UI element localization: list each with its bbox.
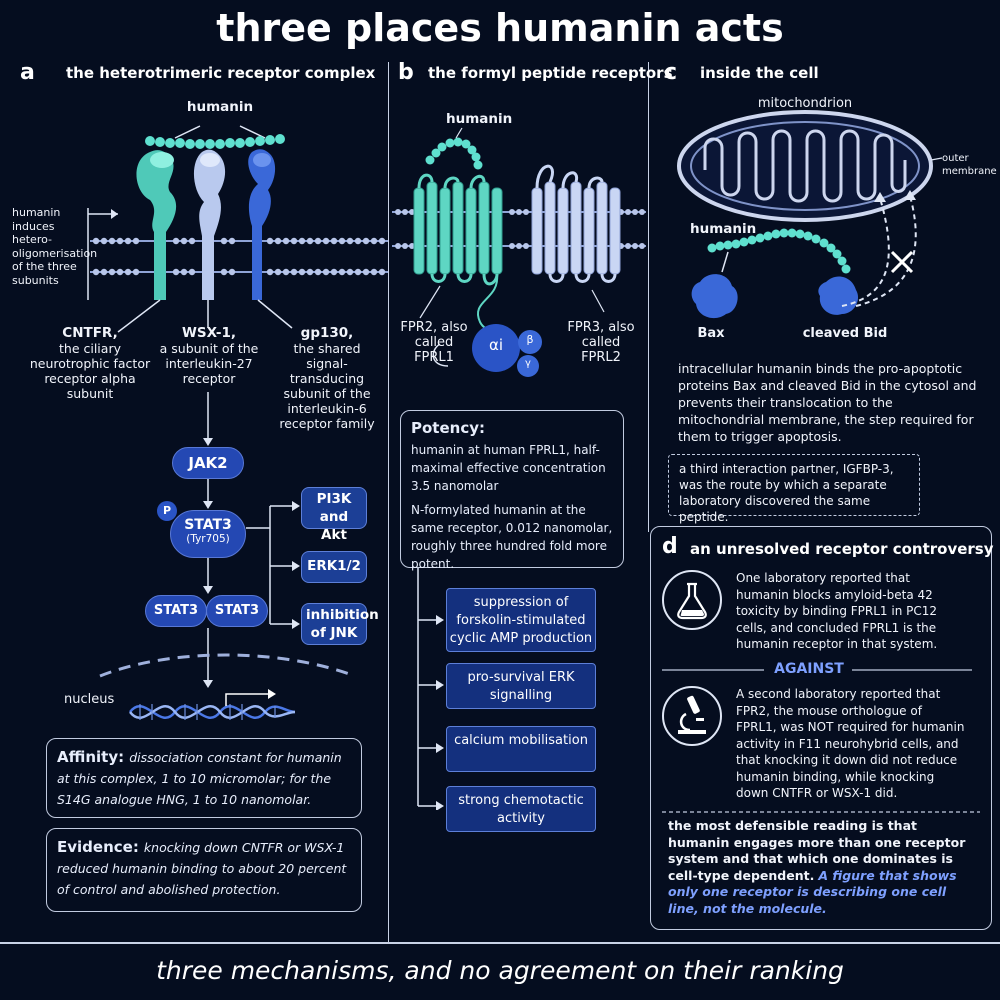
panel-a-letter: a [20, 60, 35, 85]
panel-b-connectors [417, 568, 444, 810]
panel-c-title: inside the cell [700, 64, 819, 82]
panel-b-diagram [392, 127, 646, 377]
cntfr-desc: the ciliary neurotrophic factor receptor… [29, 341, 151, 401]
humanin-peptide-b [425, 137, 483, 170]
panel-a-note: humanin induces hetero-oligomerisation o… [12, 206, 98, 287]
panel-c-diagram [677, 110, 943, 319]
output-pi3k-akt: PI3K and Akt [301, 487, 367, 543]
wsx1-name: WSX-1, [181, 325, 237, 341]
humanin-peptide-c [707, 228, 851, 274]
g-alpha-label: αi [488, 336, 504, 354]
fpr3-label: FPR3, also called FPRL2 [567, 320, 635, 365]
gp130-name: gp130, [300, 325, 354, 341]
panel-c-humanin-label: humanin [690, 221, 757, 237]
fpr2-receptor [413, 181, 503, 275]
cntfr-receptor [136, 150, 177, 300]
affinity-box: Affinity: dissociation constant for huma… [46, 738, 362, 818]
stat3-site: (Tyr705) [186, 533, 230, 545]
conclusion: the most defensible reading is that huma… [668, 818, 968, 917]
g-gamma-label: γ [525, 358, 531, 369]
against-divider [662, 669, 972, 671]
phospho-badge: P [157, 501, 177, 521]
potency-line-1: humanin at human FPRL1, half-maximal eff… [411, 443, 606, 493]
conclusion-text: the most defensible reading is that huma… [668, 818, 966, 883]
membrane-a [90, 237, 388, 276]
output-calcium: calcium mobilisation [446, 726, 596, 772]
humanin-peptide-a [145, 134, 285, 149]
bax-label: Bax [697, 326, 725, 341]
bid-label: cleaved Bid [802, 326, 888, 341]
panel-a-diagram [87, 125, 388, 720]
output-chemotaxis: strong chemotactic activity [446, 786, 596, 832]
page-title: three places humanin acts [216, 6, 784, 50]
affinity-label: Affinity: [57, 748, 125, 766]
wsx1-desc: a subunit of the interleukin-27 receptor [159, 341, 259, 386]
potency-line-2: N-formylated humanin at the same recepto… [411, 503, 613, 571]
footer-caption: three mechanisms, and no agreement on th… [0, 942, 1000, 1000]
panel-c-note: a third interaction partner, IGFBP-3, wa… [668, 454, 920, 524]
output-camp-suppression: suppression of forskolin-stimulated cycl… [446, 588, 596, 652]
output-erk12: ERK1/2 [301, 551, 367, 583]
g-beta-label: β [526, 333, 534, 346]
panel-d-title: an unresolved receptor controversy [690, 540, 994, 558]
against-label: AGAINST [774, 661, 844, 677]
blocked-x-icon [890, 250, 914, 274]
divider-bc [648, 62, 649, 532]
flask-icon [662, 570, 722, 630]
claim-1: One laboratory reported that humanin blo… [736, 571, 938, 651]
mitochondrion-icon [677, 110, 933, 222]
evidence-box: Evidence: knocking down CNTFR or WSX-1 r… [46, 828, 362, 912]
gp130-receptor [248, 149, 276, 300]
conclusion-emphasis: A figure that shows only one receptor is… [668, 867, 957, 916]
claim-2: A second laboratory reported that FPR2, … [736, 687, 965, 800]
panel-b-letter: b [398, 60, 414, 85]
mitochondrion-label: mitochondrion [757, 96, 853, 111]
cntfr-name: CNTFR, [62, 325, 118, 341]
jak2-node: JAK2 [172, 447, 244, 479]
cntfr-label: CNTFR, the ciliary neurotrophic factor r… [26, 325, 154, 402]
gp130-desc: the shared signal-transducing subunit of… [279, 341, 375, 431]
panel-c-text: intracellular humanin binds the pro-apop… [678, 361, 977, 444]
potency-box: Potency: humanin at human FPRL1, half-ma… [400, 410, 624, 571]
wsx1-receptor [193, 149, 226, 300]
nucleus-label: nucleus [64, 692, 115, 707]
outer-membrane-label: outer membrane [942, 153, 997, 177]
panel-d-box [650, 526, 992, 930]
panel-b-title: the formyl peptide receptors [428, 64, 673, 82]
evidence-text: knocking down CNTFR or WSX-1 reduced hum… [57, 840, 347, 897]
panel-b-humanin-label: humanin [446, 111, 513, 127]
panel-c-letter: c [664, 60, 678, 85]
output-jnk-inhibition: inhibition of JNK [301, 603, 379, 645]
dna-icon [129, 704, 296, 720]
g-protein [432, 324, 542, 377]
fpr2-label: FPR2, also called FPRL1 [400, 320, 468, 365]
panel-a-title: the heterotrimeric receptor complex [66, 64, 376, 82]
nuclear-envelope [99, 653, 356, 678]
panel-d-letter: d [662, 534, 678, 559]
stat3-node: STAT3 (Tyr705) [170, 510, 246, 558]
stat3-label: STAT3 [184, 517, 232, 533]
stat3-dimer-left: STAT3 [145, 595, 207, 627]
microscope-icon [662, 686, 722, 746]
fpr3-receptor [531, 181, 621, 275]
gp130-label: gp130, the shared signal-transducing sub… [272, 325, 382, 432]
output-erk-signalling: pro-survival ERK signalling [446, 663, 596, 709]
potency-label: Potency: [411, 419, 485, 437]
bid-protein [818, 276, 859, 315]
divider-ab [388, 62, 389, 942]
conclusion-divider [662, 811, 980, 813]
panel-a-humanin-label: humanin [186, 99, 254, 115]
stat3-dimer-right: STAT3 [206, 595, 268, 627]
wsx1-label: WSX-1, a subunit of the interleukin-27 r… [150, 325, 268, 387]
bax-protein [691, 274, 738, 319]
affinity-text: dissociation constant for humanin at thi… [57, 750, 342, 807]
evidence-label: Evidence: [57, 838, 139, 856]
